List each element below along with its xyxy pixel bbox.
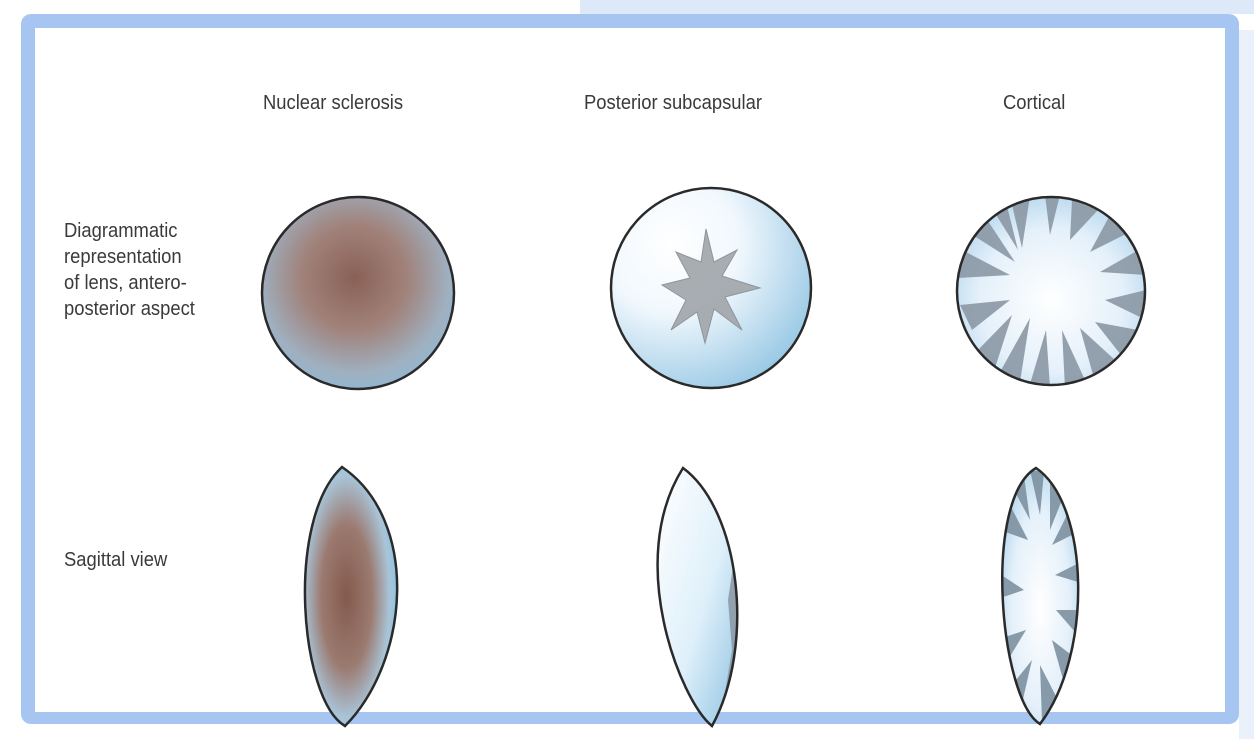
- row-label-anteroposterior: Diagrammatic representation of lens, ant…: [64, 218, 195, 322]
- cortical-lens-ap: [957, 195, 1146, 388]
- column-label-posterior-subcapsular: Posterior subcapsular: [584, 92, 762, 115]
- nuclear-sclerosis-lens-ap: [262, 197, 454, 389]
- nuclear-sclerosis-lens-sagittal: [305, 467, 397, 726]
- cortical-lens-sagittal: [994, 468, 1088, 724]
- posterior-subcapsular-lens-sagittal: [658, 468, 744, 726]
- column-label-nuclear-sclerosis: Nuclear sclerosis: [263, 92, 403, 115]
- posterior-subcapsular-lens-ap: [611, 188, 811, 388]
- row-label-sagittal: Sagittal view: [64, 547, 167, 573]
- column-label-cortical: Cortical: [1003, 92, 1065, 115]
